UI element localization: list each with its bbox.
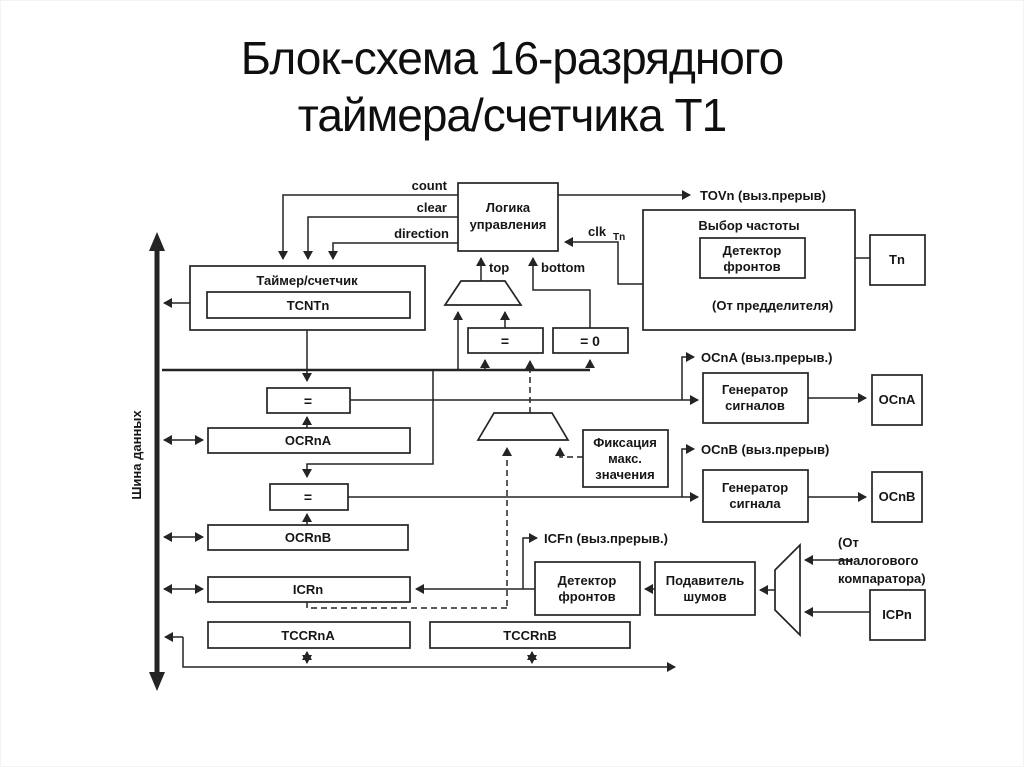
fixation-max-box xyxy=(582,429,669,488)
control-logic-label1: Логика xyxy=(486,200,531,215)
fixation-max-label1: Фиксация xyxy=(593,435,657,450)
ocrna-register-label: OCRnA xyxy=(285,433,332,448)
fixation-max-label3: значения xyxy=(595,467,654,482)
noise-canceler-label1: Подавитель xyxy=(666,573,744,588)
compare-zero-box xyxy=(552,327,629,354)
waveform-generator-a-box xyxy=(702,372,809,424)
icpn-pin-label: ICPn xyxy=(882,607,912,622)
wiring-solid xyxy=(162,190,870,672)
compare-a-label: = xyxy=(304,393,312,409)
edge-detector-top-label2: фронтов xyxy=(723,259,780,274)
waveform-generator-b-label2: сигнала xyxy=(729,496,781,511)
slide-title-line1: Блок-схема 16-разрядного xyxy=(240,32,785,84)
waveform-generator-a-label1: Генератор xyxy=(722,382,788,397)
ocrna-register-box xyxy=(207,427,411,454)
slide-title: Блок-схема 16-разрядного таймера/счетчик… xyxy=(0,30,1024,144)
compare-top-box xyxy=(467,327,544,354)
compare-b-label: = xyxy=(304,489,312,505)
timer-counter-label: Таймер/счетчик xyxy=(256,273,358,288)
frequency-select-label: Выбор частоты xyxy=(698,218,799,233)
tcnt-register-label: TCNTn xyxy=(287,298,330,313)
direction-signal-label: direction xyxy=(394,226,449,241)
tccrnb-register-label: TCCRnB xyxy=(503,628,556,643)
from-prescaler-label: (От предделителя) xyxy=(712,298,833,313)
tov-interrupt-label: TOVn (выз.прерыв) xyxy=(700,188,826,203)
ocrnb-register-box xyxy=(207,524,409,551)
block-diagram: Шина данных xyxy=(129,178,926,691)
edge-detector-bottom-label1: Детектор xyxy=(558,573,617,588)
from-comparator-label3: компаратора) xyxy=(838,571,926,586)
ocna-pin-box xyxy=(871,374,923,426)
tccrna-register-box xyxy=(207,621,411,649)
ocnb-pin-label: OCnB xyxy=(879,489,916,504)
ocnb-pin-box xyxy=(871,471,923,523)
icpn-pin-box xyxy=(869,589,926,641)
data-bus-label: Шина данных xyxy=(129,410,144,500)
noise-canceler-box xyxy=(654,561,756,616)
from-comparator-label2: аналогового xyxy=(838,553,919,568)
compare-top-label: = xyxy=(501,333,509,349)
capture-input-mux xyxy=(774,542,801,638)
edge-detector-bottom-box xyxy=(534,561,641,616)
tcnt-register-box xyxy=(206,291,411,319)
waveform-generator-a-label2: сигналов xyxy=(725,398,785,413)
edge-detector-top-box xyxy=(699,237,806,279)
compare-b-box xyxy=(269,483,349,511)
waveform-generator-b-box xyxy=(702,469,809,523)
clk-signal-label: clk xyxy=(588,224,607,239)
from-comparator-label1: (От xyxy=(838,535,859,550)
top-select-mux xyxy=(443,280,523,306)
fixation-max-label2: макс. xyxy=(608,451,642,466)
ocna-interrupt-label: OCnA (выз.прерыв.) xyxy=(701,350,832,365)
tn-pin-label: Tn xyxy=(889,252,905,267)
ocrnb-register-label: OCRnB xyxy=(285,530,331,545)
tccrnb-register-box xyxy=(429,621,631,649)
icf-interrupt-label: ICFn (выз.прерыв.) xyxy=(544,531,668,546)
control-logic-box xyxy=(457,182,559,252)
icrn-register-box xyxy=(207,576,411,603)
tn-pin-box xyxy=(869,234,926,286)
ocnb-interrupt-label: OCnB (выз.прерыв) xyxy=(701,442,829,457)
compare-a-box xyxy=(266,387,351,414)
count-signal-label: count xyxy=(412,178,448,193)
compare-zero-label: = 0 xyxy=(580,333,600,349)
icr-source-mux xyxy=(476,412,570,441)
tccrna-register-label: TCCRnA xyxy=(281,628,335,643)
ocna-pin-label: OCnA xyxy=(879,392,916,407)
edge-detector-top-label1: Детектор xyxy=(723,243,782,258)
clear-signal-label: clear xyxy=(417,200,447,215)
signal-labels: count clear direction top bottom clk Tn … xyxy=(394,178,926,586)
top-signal-label: top xyxy=(489,260,509,275)
waveform-generator-b-label1: Генератор xyxy=(722,480,788,495)
control-logic-label2: управления xyxy=(470,217,547,232)
noise-canceler-label2: шумов xyxy=(683,589,726,604)
blocks: Таймер/счетчик TCNTn Логика управления В… xyxy=(189,182,926,649)
edge-detector-bottom-label2: фронтов xyxy=(558,589,615,604)
icrn-register-label: ICRn xyxy=(293,582,323,597)
slide-title-line2: таймера/счетчика Т1 xyxy=(297,89,727,141)
bottom-signal-label: bottom xyxy=(541,260,585,275)
clk-subscript-label: Tn xyxy=(613,232,625,243)
data-bus: Шина данных xyxy=(129,232,204,691)
